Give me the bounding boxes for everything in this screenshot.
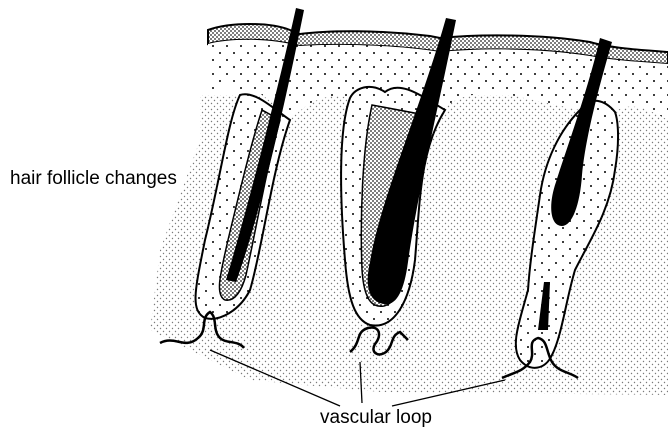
hair-follicle-changes-label: hair follicle changes [10,168,177,190]
vascular-loop-label: vascular loop [320,407,432,429]
